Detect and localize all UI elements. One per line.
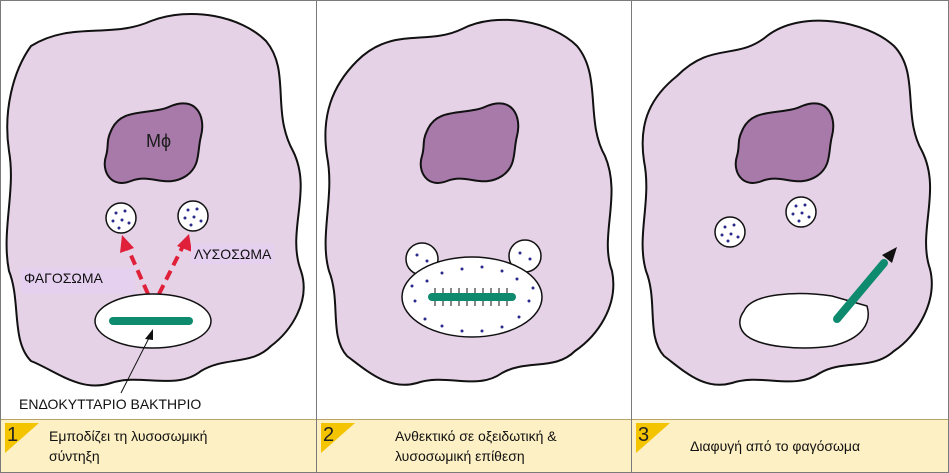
panel-2-caption: 2 Ανθεκτικό σε οξειδωτική & λυσοσωμική ε…: [317, 419, 631, 472]
blocked-arrow-left: [120, 235, 150, 295]
panel-2: 2 Ανθεκτικό σε οξειδωτική & λυσοσωμική ε…: [316, 0, 632, 473]
pointer-arrow: [120, 329, 153, 394]
nucleus: [419, 102, 520, 184]
caption-text: Διαφυγή από το φαγόσωμα: [690, 438, 861, 454]
bacterium-label: ΕΝΔΟΚΥΤΤΑΡΙΟ ΒΑΚΤΗΡΙΟ: [19, 396, 202, 412]
caption-text: Ανθεκτικό σε οξειδωτική & λυσοσωμική επί…: [395, 428, 557, 464]
lysosome: [785, 196, 817, 228]
lysosome-label: ΛΥΣΟΣΩΜΑ: [191, 244, 275, 264]
phagosome: [739, 292, 869, 349]
panel-2-drawing: [324, 18, 615, 386]
panel-3: 3 Διαφυγή από το φαγόσωμα: [631, 0, 949, 473]
fused-phagolysosome: [401, 239, 543, 338]
nucleus: [103, 102, 204, 184]
nucleus: [734, 102, 835, 184]
blocked-arrow-right: [157, 234, 192, 295]
lysosome: [177, 200, 209, 232]
lysosome: [105, 202, 137, 234]
step-number: 3: [636, 423, 670, 453]
panel-3-caption: 3 Διαφυγή από το φαγόσωμα: [632, 419, 948, 472]
panel-1-caption: 1 Εμποδίζει τη λυσοσωμική σύντηξη: [1, 419, 316, 472]
phagosome-label: ΦΑΓΟΣΩΜΑ: [21, 268, 135, 294]
caption-text: Εμποδίζει τη λυσοσωμική σύντηξη: [49, 428, 208, 464]
panel-3-drawing: [641, 19, 933, 386]
escaping-bacterium: [833, 247, 897, 323]
panel-1: Μϕ ΦΑΓΟΣΩΜΑ ΛΥΣΟΣΩΜΑ ΕΝΔΟΚΥΤΤΑΡΙΟ ΒΑΚΤΗΡ…: [0, 0, 317, 473]
step-number: 1: [5, 423, 39, 453]
nucleus-label: Μϕ: [146, 131, 172, 151]
step-number: 2: [321, 423, 355, 453]
lysosome: [714, 216, 746, 248]
